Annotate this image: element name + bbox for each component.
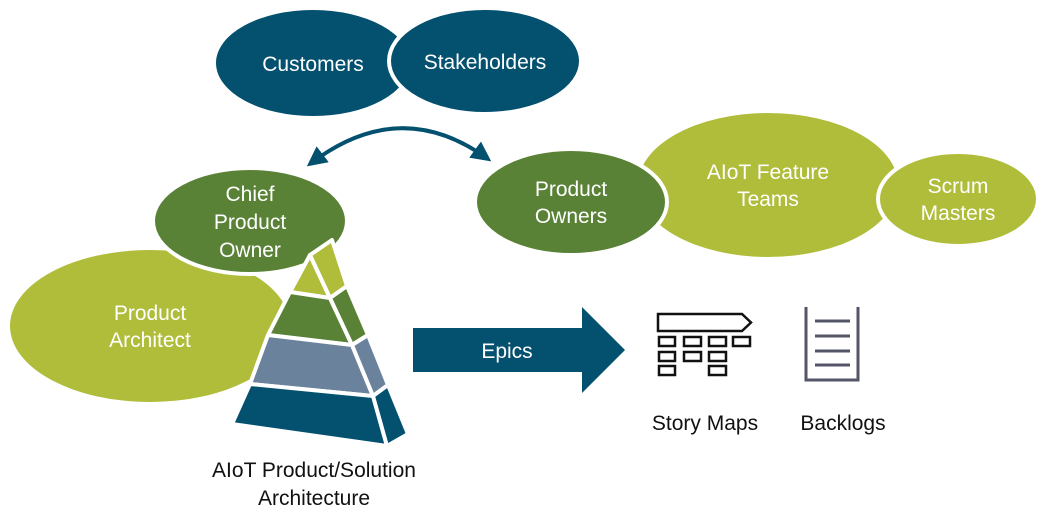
feature-teams-label-line2: Teams — [737, 188, 799, 211]
product-architect-label-line2: Architect — [109, 329, 191, 352]
customers-label: Customers — [262, 53, 364, 76]
pyramid-layer-base-front — [230, 382, 389, 448]
story-maps-label: Story Maps — [652, 412, 758, 435]
chief-po-label-line1: Chief — [225, 183, 274, 206]
feature-teams-node: AIoT Feature Teams — [638, 113, 898, 257]
architecture-pyramid — [230, 238, 410, 448]
bidirectional-arrow — [306, 126, 492, 167]
product-owners-label-line2: Owners — [535, 205, 607, 228]
product-owners-node: Product Owners — [473, 147, 669, 257]
epics-arrow: Epics — [413, 307, 625, 393]
backlog-icon — [804, 307, 860, 382]
backlogs-label: Backlogs — [800, 412, 885, 435]
product-architect-label-line1: Product — [114, 302, 187, 325]
epics-label: Epics — [481, 340, 532, 363]
scrum-masters-label-line1: Scrum — [928, 175, 989, 198]
stakeholders-node: Stakeholders — [387, 6, 583, 116]
scrum-masters-label-line2: Masters — [921, 202, 996, 225]
pyramid-layer-base-side — [371, 383, 410, 448]
story-map-icon — [656, 312, 753, 377]
pyramid-label-line2: Architecture — [258, 487, 370, 510]
scrum-masters-node: Scrum Masters — [876, 150, 1040, 248]
chief-po-label-line3: Owner — [219, 239, 281, 262]
stakeholders-label: Stakeholders — [424, 51, 547, 74]
feature-teams-label-line1: AIoT Feature — [707, 161, 829, 184]
chief-product-owner-node: Chief Product Owner — [151, 166, 349, 276]
customers-node: Customers — [216, 10, 410, 116]
pyramid-label-line1: AIoT Product/Solution — [212, 459, 416, 482]
chief-po-label-line2: Product — [214, 211, 287, 234]
product-architect-node: Product Architect — [10, 250, 290, 402]
product-owners-label-line1: Product — [535, 178, 608, 201]
